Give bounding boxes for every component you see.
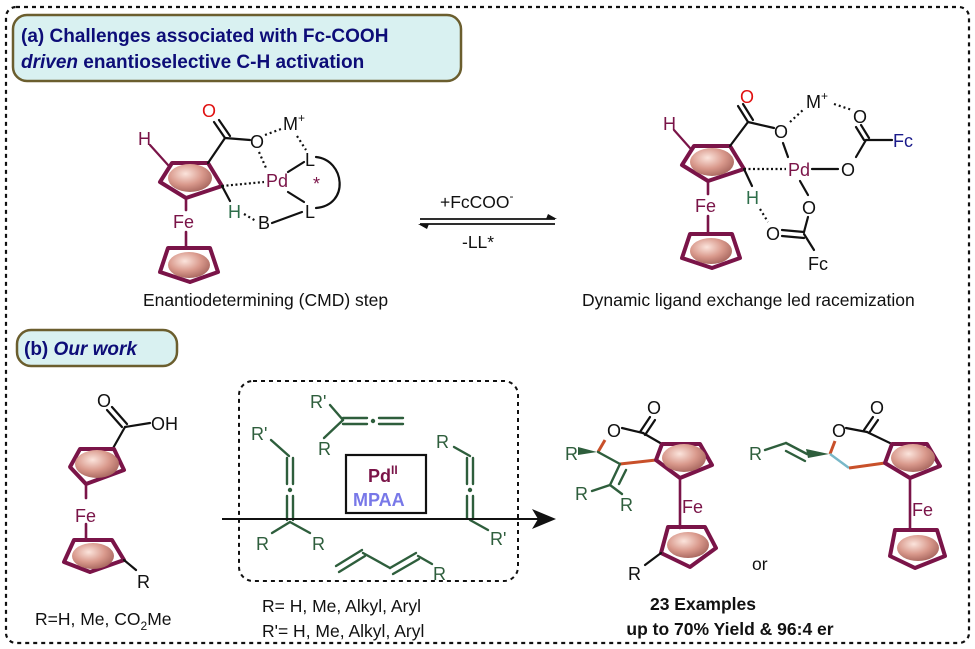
reagent-caption-r: R= H, Me, Alkyl, Aryl: [262, 596, 421, 616]
atom-m: M+: [806, 89, 828, 112]
cp-ellipse-icon: [690, 238, 732, 264]
atom-o: O: [647, 398, 661, 418]
atom-fe: Fe: [682, 497, 703, 517]
atom-o-right-carbonyl: O: [853, 107, 867, 127]
upper-cp-ring: [680, 144, 746, 183]
atom-m: M+: [283, 111, 305, 134]
atom-fe: Fe: [695, 196, 716, 216]
equilibrium-forward-label: +FcCOO-: [440, 189, 514, 212]
panel-b-header-box: [15, 328, 179, 368]
upper-cp-ring: [158, 161, 224, 200]
atom-fe: Fe: [75, 506, 96, 526]
atom-o-ring: O: [832, 421, 846, 441]
atom-h-cp: H: [138, 129, 151, 149]
allene2-r-right: R: [312, 534, 325, 554]
atom-o: O: [97, 391, 111, 411]
atom-fc-bottom: Fc: [808, 254, 828, 274]
reagent-caption-r-prime: R'= H, Me, Alkyl, Aryl: [262, 621, 424, 641]
lower-cp-ring: [158, 246, 220, 284]
atom-o-ester: O: [250, 132, 264, 152]
allene2-r-prime: R': [251, 424, 267, 444]
atom-r: R: [749, 444, 762, 464]
atom-r3: R: [620, 495, 633, 515]
cp-ellipse-icon: [891, 444, 935, 472]
atom-b: B: [258, 213, 270, 233]
upper-cp-ring: [68, 447, 126, 486]
panel-a-header-line2: driven enantioselective C-H activation: [21, 52, 364, 73]
product-1: O O R R R Fe R: [565, 398, 718, 584]
diene-r: R: [433, 564, 446, 584]
outer-frame: [4, 5, 971, 645]
panel-b: (b) Our work O OH Fe R R=H, Me, CO2Me R': [15, 328, 947, 641]
product-separator: or: [752, 554, 768, 574]
racemization-complex: H O O M+ O Fc O Pd O O: [582, 87, 915, 310]
allene1-r-prime: R': [310, 392, 326, 412]
coupling-partners-box: [238, 380, 519, 582]
atom-r2: R: [575, 484, 588, 504]
panel-a: (a) Challenges associated with Fc-COOH d…: [11, 13, 915, 310]
atom-oh: OH: [151, 414, 178, 434]
lower-cp-ring: [659, 525, 718, 569]
atom-o-right: O: [841, 160, 855, 180]
atom-pd: Pd: [788, 160, 810, 180]
lower-cp-ring: [888, 528, 947, 570]
equilibrium-arrows: +FcCOO- -LL*: [418, 189, 557, 252]
cp-ellipse-icon: [690, 148, 734, 176]
atom-o-carbonyl: O: [740, 87, 754, 107]
panel-a-header-box: [11, 13, 463, 83]
panel-b-header: (b) Our work: [24, 339, 138, 360]
atom-o-carbonyl: O: [202, 101, 216, 121]
atom-h-activated: H: [746, 188, 759, 208]
cp-ellipse-icon: [72, 543, 114, 569]
product-2: O O R Fe: [749, 398, 947, 570]
atom-r1: R: [565, 444, 578, 464]
atom-o-bottom-carbonyl: O: [766, 224, 780, 244]
cp-ellipse-icon: [897, 535, 939, 561]
cp-ellipse-icon: [168, 252, 210, 278]
panel-a-header-line1: (a) Challenges associated with Fc-COOH: [21, 26, 388, 47]
upper-cp-ring: [654, 442, 714, 480]
atom-l-top: L: [305, 150, 315, 170]
atom-o-ester: O: [774, 122, 788, 142]
allene1-r: R: [318, 439, 331, 459]
ferrocene-carboxylic-acid: O OH Fe R R=H, Me, CO2Me: [35, 391, 178, 633]
cp-ellipse-icon: [75, 450, 119, 478]
allene3-r-prime: R': [490, 529, 506, 549]
atom-o-bottom: O: [802, 198, 816, 218]
atom-fc-right: Fc: [893, 131, 913, 151]
products-summary-line1: 23 Examples: [650, 594, 756, 614]
equilibrium-reverse-label: -LL*: [462, 232, 494, 252]
cp-ellipse-icon: [662, 444, 706, 472]
atom-fe: Fe: [173, 212, 194, 232]
left-structure-caption: Enantiodetermining (CMD) step: [143, 290, 388, 310]
products-summary-line2: up to 70% Yield & 96:4 er: [626, 619, 833, 639]
chiral-star: *: [313, 174, 320, 194]
catalyst-box: [344, 453, 428, 515]
atom-r: R: [137, 572, 150, 592]
atom-pd: Pd: [266, 171, 288, 191]
atom-h-cp: H: [663, 114, 676, 134]
cmd-transition-state: H O O M+ Pd L L * H B: [138, 101, 388, 310]
allene3-r: R: [436, 432, 449, 452]
right-structure-caption: Dynamic ligand exchange led racemization: [582, 290, 915, 310]
allene2-r-left: R: [256, 534, 269, 554]
coupling-partners: R' R R' R R R: [251, 392, 506, 584]
lower-cp-ring: [680, 232, 742, 270]
cp-ellipse-icon: [168, 164, 212, 192]
atom-o: O: [870, 398, 884, 418]
lower-cp-ring: [62, 538, 126, 574]
substrate-caption: R=H, Me, CO2Me: [35, 609, 172, 633]
catalyst-label: PdII: [368, 463, 398, 486]
cp-ellipse-icon: [667, 532, 709, 558]
ligand-label: MPAA: [353, 490, 405, 510]
atom-fe: Fe: [912, 500, 933, 520]
atom-o-ring: O: [607, 421, 621, 441]
atom-r4: R: [628, 564, 641, 584]
atom-l-bottom: L: [305, 202, 315, 222]
atom-h-activated: H: [228, 202, 241, 222]
